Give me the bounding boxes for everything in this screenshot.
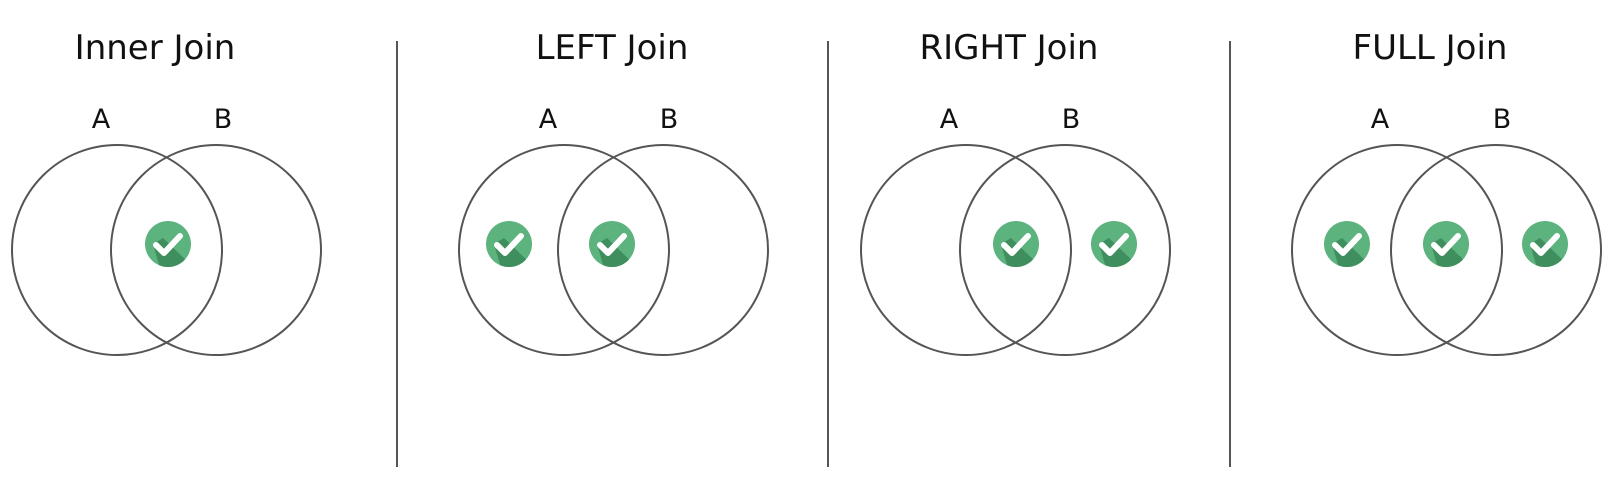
check-circle-icon [486, 221, 533, 268]
panel-left-join: LEFT Join A B [458, 28, 769, 356]
check-circle-icon [1522, 221, 1569, 268]
set-label-a: A [1371, 104, 1390, 135]
join-title: FULL Join [1353, 28, 1508, 68]
check-circle-icon [589, 221, 636, 268]
set-label-a: A [940, 104, 959, 135]
set-b-circle [959, 144, 1171, 356]
set-b-circle [110, 144, 322, 356]
set-a-circle [11, 144, 223, 356]
set-label-a: A [539, 104, 558, 135]
set-b-circle [557, 144, 769, 356]
panel-right-join: RIGHT Join A B [860, 28, 1171, 356]
check-circle-icon [1091, 221, 1138, 268]
set-a-circle [1291, 144, 1503, 356]
set-b-circle [1390, 144, 1602, 356]
set-label-a: A [92, 104, 111, 135]
set-a-circle [860, 144, 1072, 356]
panel-inner-join: Inner Join A B [11, 28, 322, 356]
check-circle-icon [993, 221, 1040, 268]
set-label-b: B [1493, 104, 1512, 135]
join-title: LEFT Join [536, 28, 689, 68]
check-circle-icon [1423, 221, 1470, 268]
check-circle-icon [145, 221, 192, 268]
check-circle-icon [1324, 221, 1371, 268]
set-label-b: B [660, 104, 679, 135]
set-label-b: B [214, 104, 233, 135]
panel-full-join: FULL Join A B [1291, 28, 1602, 356]
set-a-circle [458, 144, 670, 356]
join-title: Inner Join [75, 28, 236, 68]
set-label-b: B [1062, 104, 1081, 135]
join-title: RIGHT Join [920, 28, 1099, 68]
